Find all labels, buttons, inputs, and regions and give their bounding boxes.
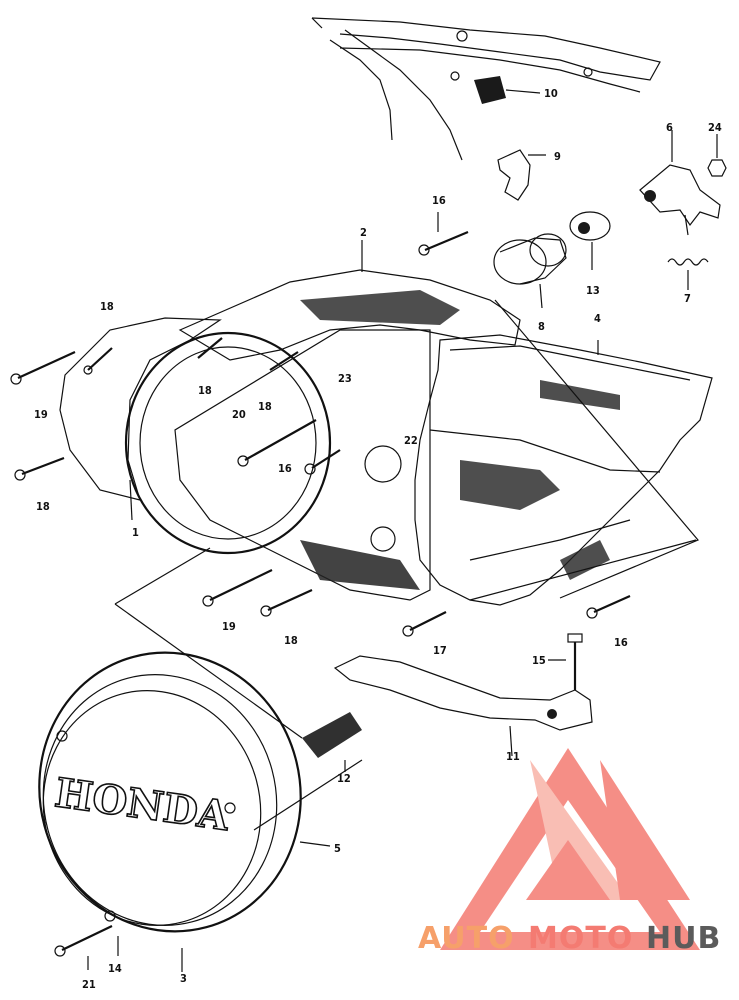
honda-emblem: HONDA <box>52 769 233 840</box>
callout-19b: 19 <box>222 620 236 633</box>
part-15-bolt <box>548 633 583 690</box>
crankcase-shading <box>300 290 460 590</box>
part-6-stopper-arm <box>639 130 721 236</box>
part-1-gasket <box>124 331 332 555</box>
callout-18b: 18 <box>198 384 212 397</box>
part-8-shift-drum <box>493 233 567 309</box>
callout-12: 12 <box>337 772 351 785</box>
callout-9: 9 <box>554 150 561 163</box>
part-12-grommet <box>302 712 362 772</box>
part-16-screw-top <box>418 212 469 256</box>
watermark-triangle-logo <box>440 748 700 950</box>
part-4-outer-cover <box>414 334 713 606</box>
callout-14: 14 <box>108 962 122 975</box>
callout-2: 2 <box>360 226 367 239</box>
part-13-collar <box>569 211 611 270</box>
part-10-clip <box>474 76 541 104</box>
cover-shading <box>460 380 620 580</box>
part-7-spring <box>667 258 709 290</box>
part-24-nut <box>707 134 727 177</box>
callout-21: 21 <box>82 978 96 991</box>
part-3-honda-cover: HONDA <box>38 651 331 933</box>
callout-4: 4 <box>594 312 601 325</box>
callout-15: 15 <box>532 654 546 667</box>
callout-18d: 18 <box>36 500 50 513</box>
part-21-screw <box>54 925 183 972</box>
callout-16b: 16 <box>278 462 292 475</box>
part-9-shift-fork <box>497 149 546 201</box>
automotohub-watermark: AUTO MOTO HUB <box>418 748 721 956</box>
watermark-auto: AUTO <box>418 921 515 956</box>
callout-22: 22 <box>404 434 418 447</box>
callout-7: 7 <box>684 292 691 305</box>
callout-labels: 1 2 3 4 5 6 7 8 9 10 11 12 13 14 15 16 1… <box>34 87 722 991</box>
guide-lines <box>114 299 699 831</box>
watermark-moto: MOTO <box>528 921 633 956</box>
screws <box>10 337 631 637</box>
callout-17: 17 <box>433 644 447 657</box>
callout-18a: 18 <box>100 300 114 313</box>
callout-20: 20 <box>232 408 246 421</box>
callout-13: 13 <box>586 284 600 297</box>
callout-18e: 18 <box>284 634 298 647</box>
part-2-crankcase <box>174 240 521 601</box>
callout-16c: 16 <box>614 636 628 649</box>
callout-11: 11 <box>506 750 520 763</box>
callout-5: 5 <box>334 842 341 855</box>
callout-16a: 16 <box>432 194 446 207</box>
callout-19a: 19 <box>34 408 48 421</box>
callout-8: 8 <box>538 320 545 333</box>
callout-24: 24 <box>708 121 722 134</box>
callout-18c: 18 <box>258 400 272 413</box>
callout-6: 6 <box>666 121 673 134</box>
callout-1: 1 <box>132 526 139 539</box>
part-11-change-pedal <box>333 655 593 757</box>
watermark-hub: HUB <box>646 921 721 956</box>
left-cover-plate <box>59 317 222 501</box>
frame-section <box>311 17 661 161</box>
callout-23: 23 <box>338 372 352 385</box>
callout-10: 10 <box>544 87 558 100</box>
callout-3: 3 <box>180 972 187 985</box>
